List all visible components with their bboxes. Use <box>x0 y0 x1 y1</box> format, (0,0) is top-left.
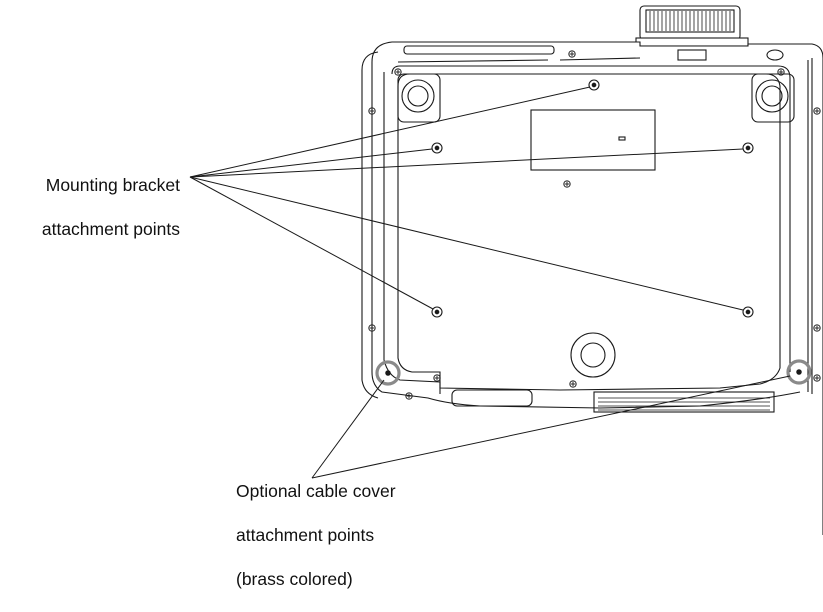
mounting-point <box>431 306 443 318</box>
projector-body <box>361 41 823 535</box>
callout-line: (brass colored) <box>236 569 353 589</box>
cable-leader-lines <box>311 375 791 479</box>
cable-cover-callout: Optional cable cover attachment points (… <box>236 458 396 612</box>
cable-cover-point <box>786 359 812 385</box>
rear-foot <box>570 332 616 378</box>
callout-line: attachment points <box>41 219 180 239</box>
callout-line: Mounting bracket <box>45 175 180 195</box>
lens-barrel <box>635 5 749 47</box>
screw-icon <box>368 50 821 400</box>
cable-cover-point <box>375 360 401 386</box>
mounting-point <box>742 306 754 318</box>
projector-underside-diagram <box>189 5 823 535</box>
mounting-point <box>431 142 443 154</box>
callout-line: attachment points <box>236 525 375 545</box>
front-right-foot <box>751 73 795 123</box>
callout-line: Optional cable cover <box>236 481 396 501</box>
mounting-point <box>588 79 600 91</box>
mounting-bracket-callout: Mounting bracket attachment points <box>42 152 180 262</box>
mounting-leader-lines <box>189 86 744 311</box>
front-left-foot <box>397 73 441 123</box>
mounting-point <box>742 142 754 154</box>
